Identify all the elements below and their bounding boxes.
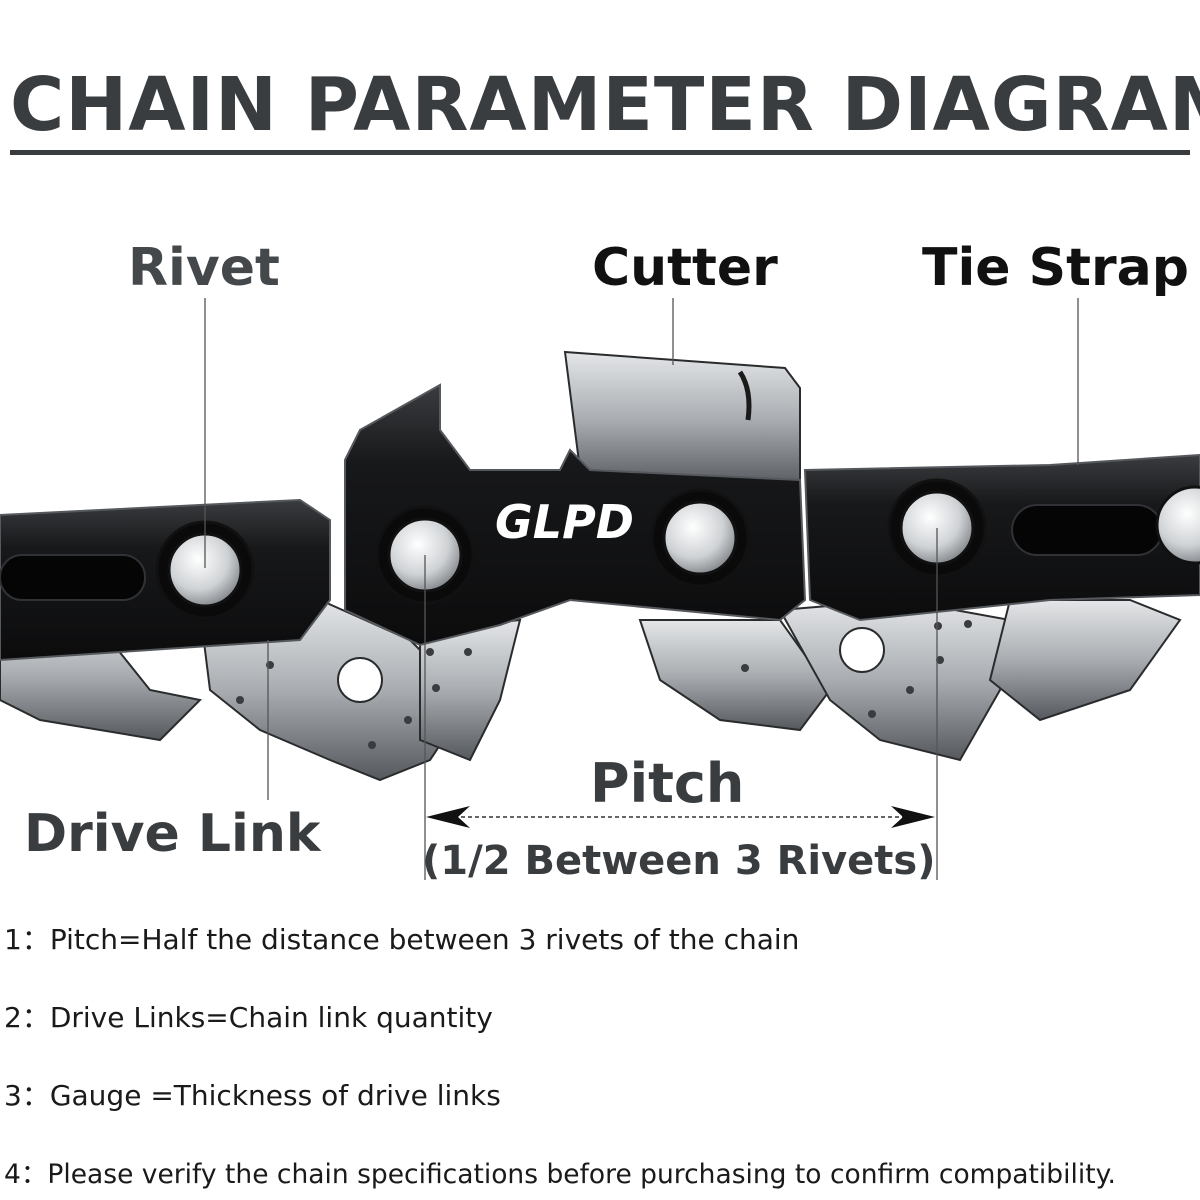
diagram-title: CHAIN PARAMETER DIAGRAM bbox=[10, 62, 1200, 148]
note-number: 1： bbox=[4, 923, 50, 956]
note-text: Gauge =Thickness of drive links bbox=[49, 1079, 501, 1112]
note-item: 4：Please verify the chain specifications… bbox=[4, 1152, 1116, 1191]
title-underline bbox=[10, 150, 1190, 155]
pitch-sublabel: (1/2 Between 3 Rivets) bbox=[422, 838, 936, 884]
pitch-arrow bbox=[426, 806, 935, 828]
note-text: Please verify the chain specifications b… bbox=[47, 1159, 1116, 1190]
note-item: 3：Gauge =Thickness of drive links bbox=[4, 1074, 501, 1114]
tie-strap-label: Tie Strap bbox=[922, 238, 1189, 298]
rivet-label: Rivet bbox=[128, 238, 280, 298]
note-text: Drive Links=Chain link quantity bbox=[49, 1001, 493, 1034]
note-text: Pitch=Half the distance between 3 rivets… bbox=[49, 923, 800, 956]
note-number: 3： bbox=[4, 1079, 50, 1112]
brand-mark: GLPD bbox=[495, 495, 634, 549]
leader-lines bbox=[204, 298, 1079, 880]
note-number: 2： bbox=[4, 1001, 50, 1034]
drive-link-holes bbox=[337, 627, 885, 703]
note-item: 1：Pitch=Half the distance between 3 rive… bbox=[4, 918, 799, 958]
drive-link-label: Drive Link bbox=[24, 804, 321, 864]
note-number: 4： bbox=[4, 1159, 48, 1190]
cutter-top bbox=[563, 350, 801, 490]
pitch-label: Pitch bbox=[590, 752, 745, 815]
note-item: 2：Drive Links=Chain link quantity bbox=[4, 996, 493, 1036]
rivets bbox=[155, 478, 1200, 620]
tie-strap-slots bbox=[0, 504, 1163, 601]
cutter-label: Cutter bbox=[592, 238, 778, 298]
